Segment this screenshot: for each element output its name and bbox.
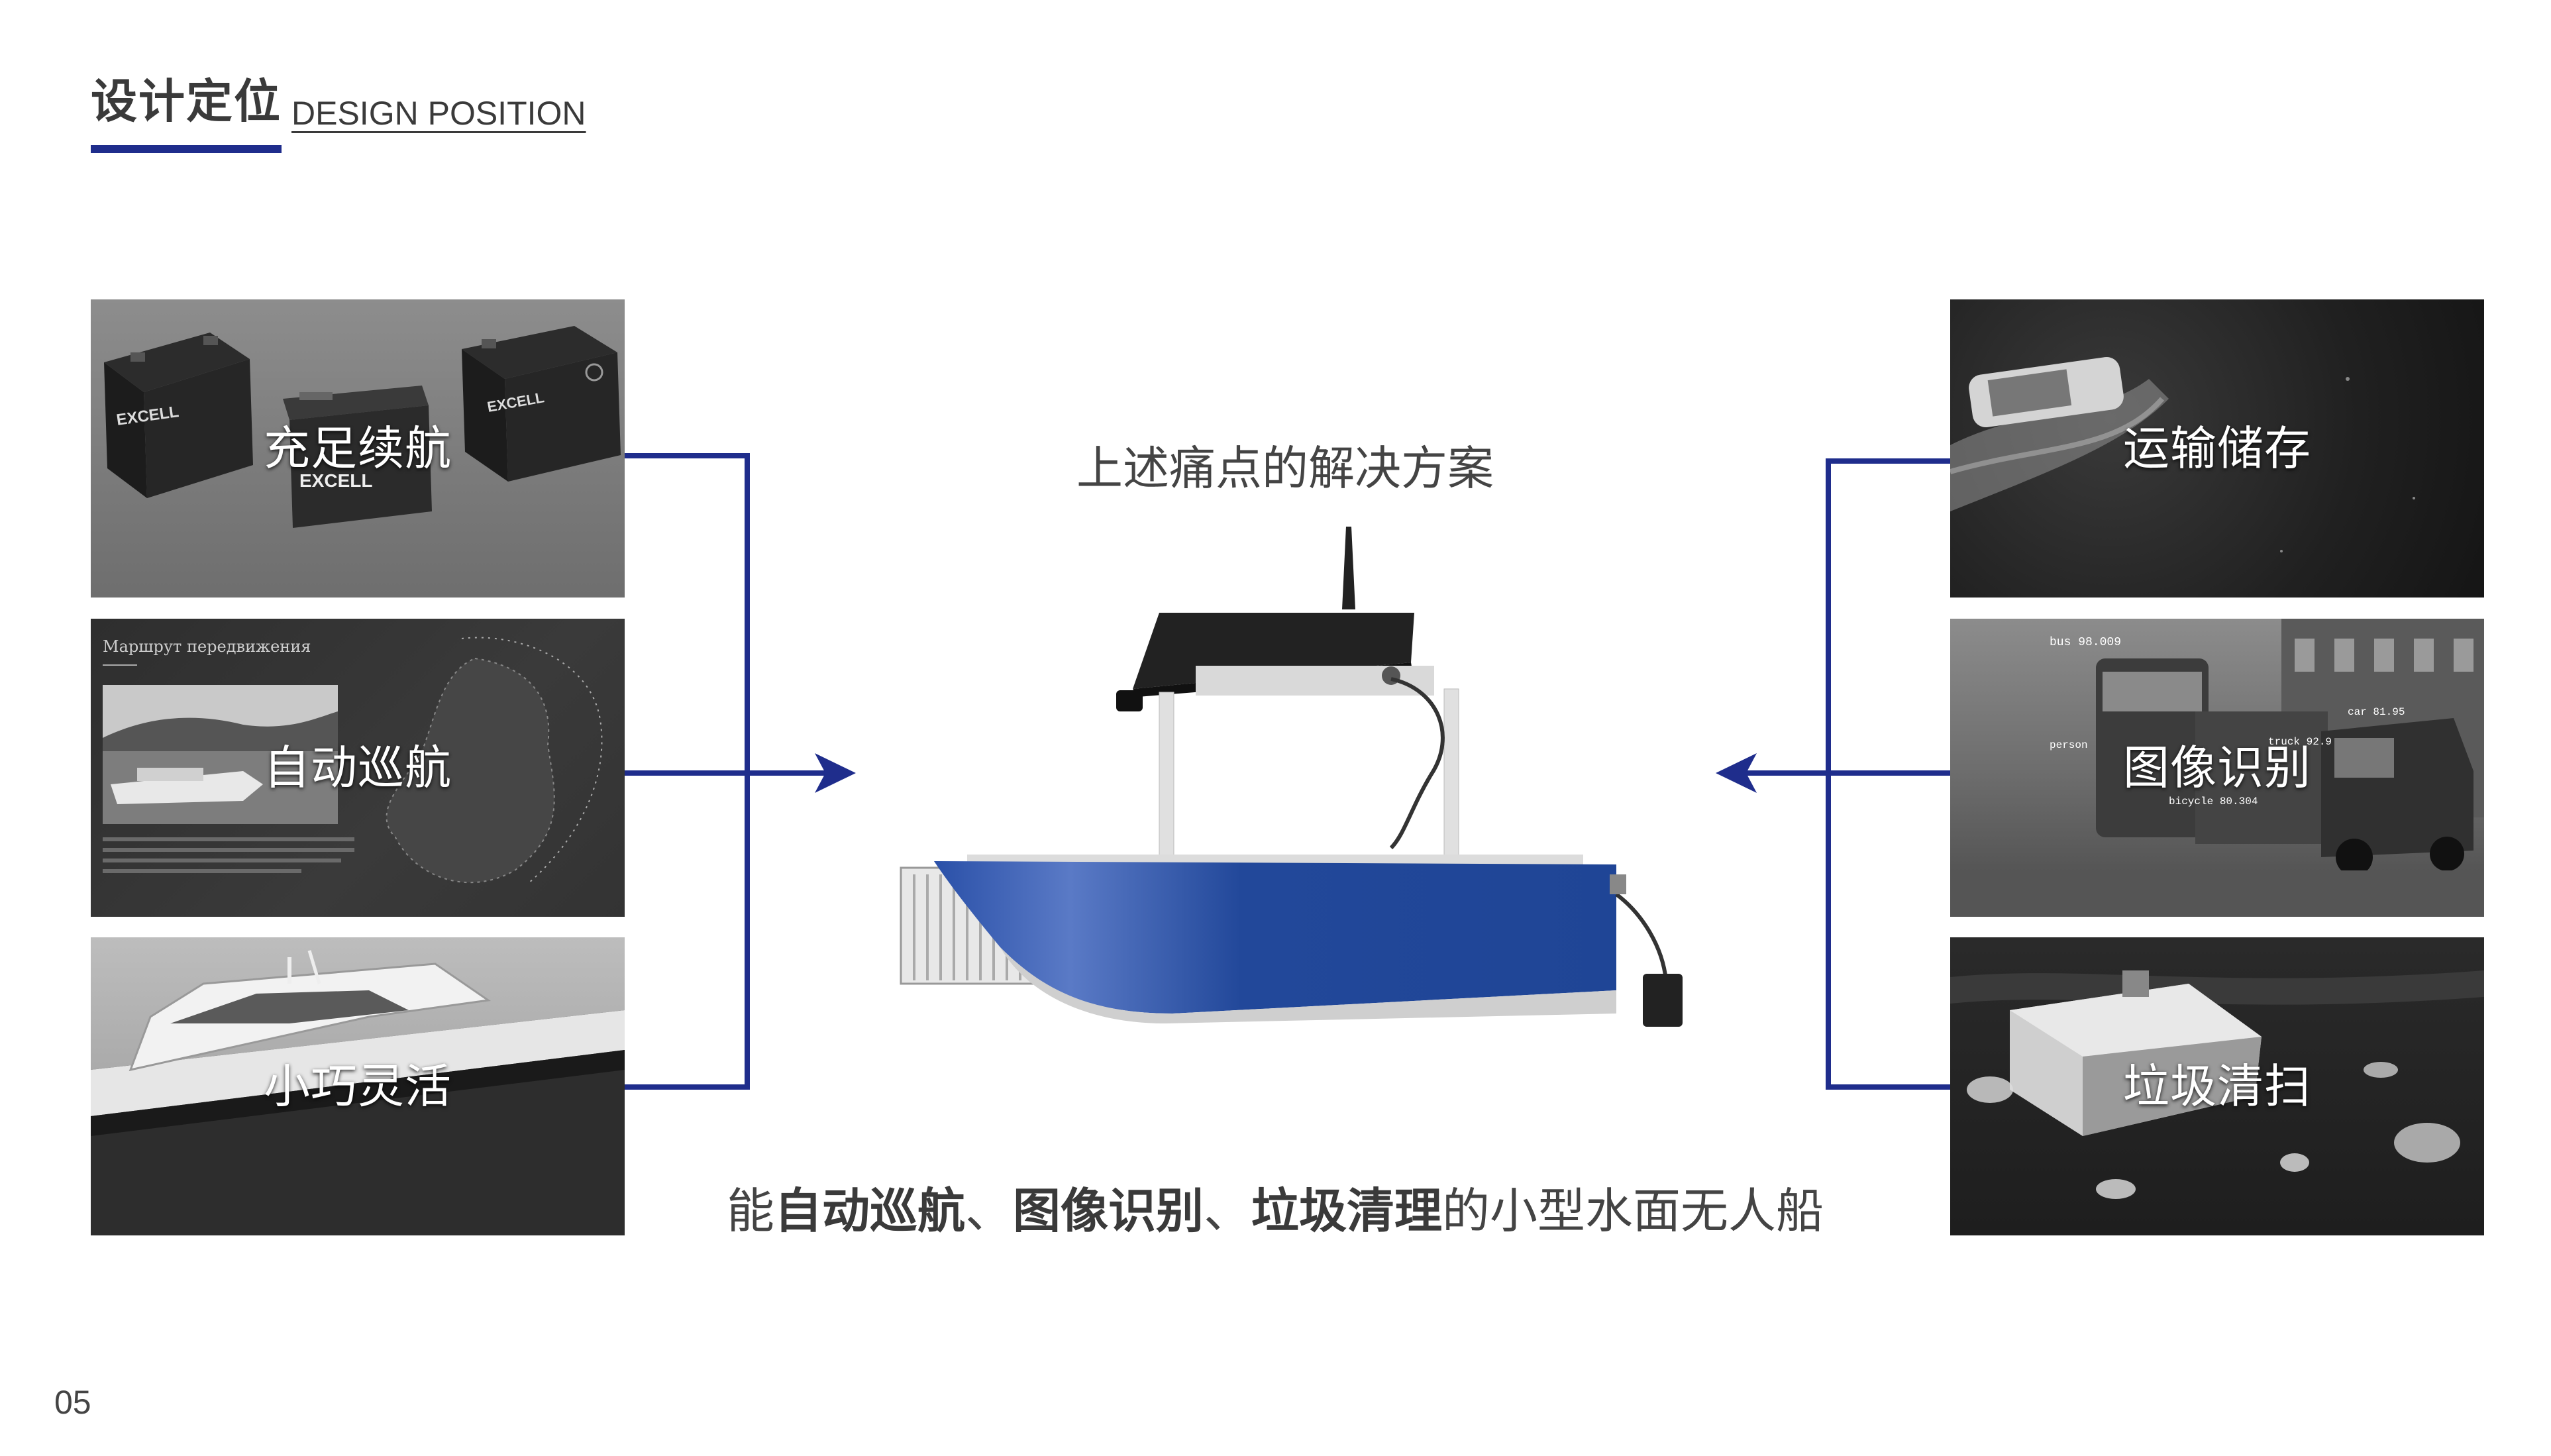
desc-feature-recognition: 图像识别 <box>1012 1183 1204 1239</box>
desc-feature-cruise: 自动巡航 <box>774 1183 965 1239</box>
panel-aerial-boat: 运输储存 <box>1950 299 2484 598</box>
battery-brand-2: EXCELL <box>299 470 372 491</box>
panel-label: 垃圾清扫 <box>2123 1059 2311 1114</box>
page-title: 设计定位 <box>91 74 282 129</box>
desc-sep-2: 、 <box>1204 1183 1252 1239</box>
street-detection-image: bus 98.009 truck 92.9 car 81.95 person b… <box>1950 619 2484 917</box>
panel-yacht: 小巧灵活 <box>91 937 625 1235</box>
product-description: 能自动巡航、图像识别、垃圾清理的小型水面无人船 <box>662 1187 1888 1235</box>
panel-label: 自动巡航 <box>264 741 452 795</box>
connector-right-top <box>1826 458 1950 464</box>
solution-caption: 上述痛点的解决方案 <box>1076 441 1494 495</box>
aerial-boat-image <box>1950 356 2415 552</box>
page-subtitle: DESIGN POSITION <box>291 95 586 132</box>
detection-label-bus: bus 98.009 <box>2050 636 2121 649</box>
unmanned-boat-illustration <box>900 527 1683 1027</box>
detection-label-truck: truck 92.9 <box>2268 736 2332 748</box>
panel-label: 运输储存 <box>2123 421 2311 476</box>
panel-batteries: EXCELL EXCELL EXCELL 充足续航 <box>91 299 625 598</box>
detection-label-bicycle: bicycle 80.304 <box>2169 796 2258 807</box>
desc-sep-1: 、 <box>964 1183 1013 1239</box>
yacht-image <box>91 950 625 1235</box>
panel-label: 图像识别 <box>2123 741 2311 795</box>
arrow-right-icon <box>815 753 856 793</box>
page-number: 05 <box>54 1384 91 1421</box>
detection-label-person: person <box>2050 739 2088 751</box>
cleaning-drone-image <box>1950 970 2484 1199</box>
desc-feature-cleaning: 垃圾清理 <box>1251 1183 1443 1239</box>
title-underline-bar <box>91 145 282 153</box>
panel-route-map: Маршрут передвижения 自动巡航 <box>91 619 625 917</box>
connector-left-top <box>625 453 750 458</box>
desc-suffix: 的小型水面无人船 <box>1442 1183 1824 1239</box>
connector-right-middle <box>1736 770 1950 776</box>
arrow-left-icon <box>1716 753 1757 793</box>
connector-left-middle <box>625 770 843 776</box>
connector-left-vertical <box>745 453 750 1090</box>
connector-right-vertical <box>1826 458 1831 1090</box>
route-map-image: Маршрут передвижения <box>103 637 603 884</box>
connector-left-bottom <box>625 1084 750 1090</box>
panel-label: 小巧灵活 <box>264 1059 452 1114</box>
batteries-image: EXCELL EXCELL EXCELL <box>104 326 621 528</box>
detection-label-car: car 81.95 <box>2348 706 2405 718</box>
panel-cleaning-drone: 垃圾清扫 <box>1950 937 2484 1235</box>
panel-street-detection: bus 98.009 truck 92.9 car 81.95 person b… <box>1950 619 2484 917</box>
map-title: Маршрут передвижения <box>103 637 311 656</box>
desc-prefix: 能 <box>726 1183 774 1239</box>
antenna-icon <box>1342 527 1355 609</box>
connector-right-bottom <box>1826 1084 1950 1090</box>
panel-label: 充足续航 <box>264 421 452 476</box>
